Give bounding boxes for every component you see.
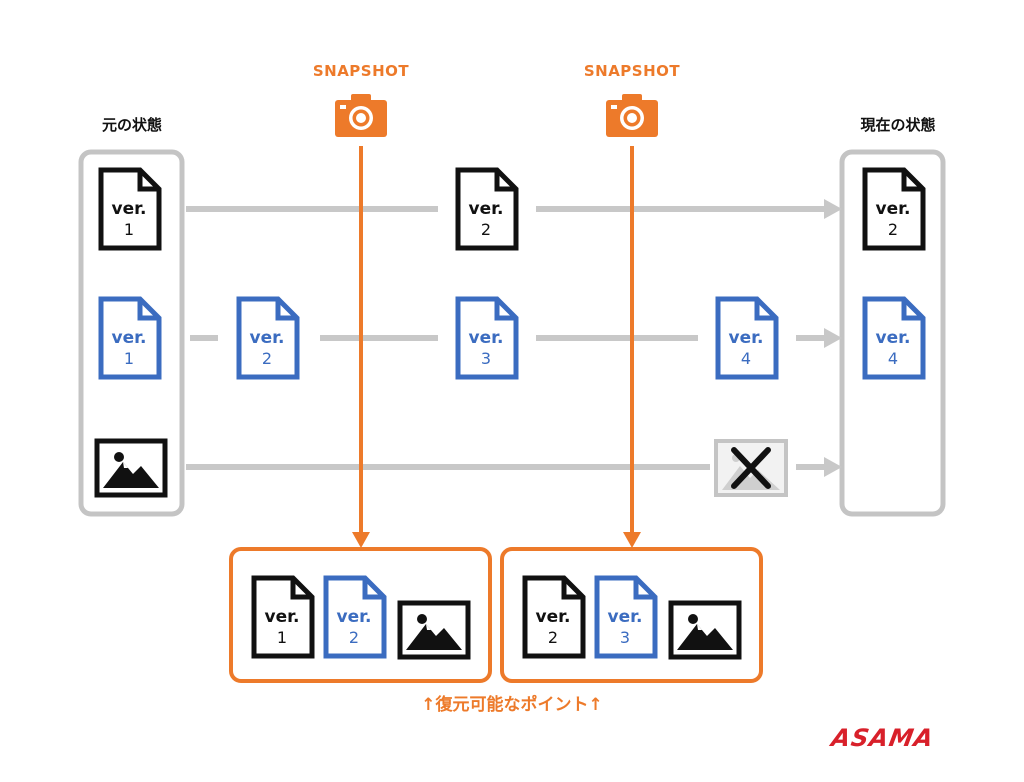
version-prefix: ver.: [264, 607, 299, 627]
document-icon: ver.2: [865, 170, 923, 248]
version-prefix: ver.: [468, 199, 503, 219]
version-number: 2: [548, 628, 558, 647]
document-icon: ver.1: [254, 578, 312, 656]
restore-point-note: ↑復元可能なポイント↑: [421, 695, 603, 715]
version-prefix: ver.: [111, 328, 146, 348]
version-number: 1: [277, 628, 287, 647]
timeline-lines: [186, 206, 826, 470]
version-prefix: ver.: [111, 199, 146, 219]
version-prefix: ver.: [875, 199, 910, 219]
snapshot-label: SNAPSHOT: [312, 62, 410, 80]
current-state-panel: [839, 149, 946, 517]
document-icon: ver.3: [597, 578, 655, 656]
version-number: 2: [888, 220, 898, 239]
image-icon: [400, 603, 468, 657]
arrow-right-icon: [824, 199, 842, 219]
document-icon: ver.1: [101, 170, 159, 248]
snapshot-label: SNAPSHOT: [583, 62, 681, 80]
version-prefix: ver.: [249, 328, 284, 348]
document-icon: ver.2: [525, 578, 583, 656]
version-number: 2: [481, 220, 491, 239]
arrow-heads: [824, 199, 842, 477]
version-prefix: ver.: [607, 607, 642, 627]
arrow-down-icon: [623, 532, 641, 548]
arrow-right-icon: [824, 457, 842, 477]
version-prefix: ver.: [875, 328, 910, 348]
original-state-panel: [78, 149, 185, 517]
snapshot-arrows: [352, 146, 641, 548]
version-prefix: ver.: [535, 607, 570, 627]
version-number: 4: [888, 349, 898, 368]
version-number: 1: [124, 349, 134, 368]
close-icon: [731, 447, 771, 489]
document-icon: ver.4: [718, 299, 776, 377]
version-number: 4: [741, 349, 751, 368]
version-number: 1: [124, 220, 134, 239]
current-state-label: 現在の状態: [860, 116, 936, 134]
document-icon: ver.1: [101, 299, 159, 377]
arrow-down-icon: [352, 532, 370, 548]
image-icon: [97, 441, 165, 495]
document-icon: ver.2: [458, 170, 516, 248]
files-layer: ver.1ver.2ver.2ver.1ver.2ver.3ver.4ver.4…: [97, 170, 923, 657]
version-prefix: ver.: [728, 328, 763, 348]
image-icon: [671, 603, 739, 657]
camera-icon: [335, 94, 387, 137]
document-icon: ver.2: [326, 578, 384, 656]
version-prefix: ver.: [336, 607, 371, 627]
brand-logo: ASAMA: [829, 724, 937, 752]
arrow-right-icon: [824, 328, 842, 348]
document-icon: ver.4: [865, 299, 923, 377]
deleted-image: [714, 439, 788, 497]
original-state-label: 元の状態: [101, 116, 162, 134]
version-number: 3: [620, 628, 630, 647]
version-number: 2: [349, 628, 359, 647]
document-icon: ver.2: [239, 299, 297, 377]
version-number: 2: [262, 349, 272, 368]
camera-icon: [606, 94, 658, 137]
version-prefix: ver.: [468, 328, 503, 348]
document-icon: ver.3: [458, 299, 516, 377]
version-number: 3: [481, 349, 491, 368]
